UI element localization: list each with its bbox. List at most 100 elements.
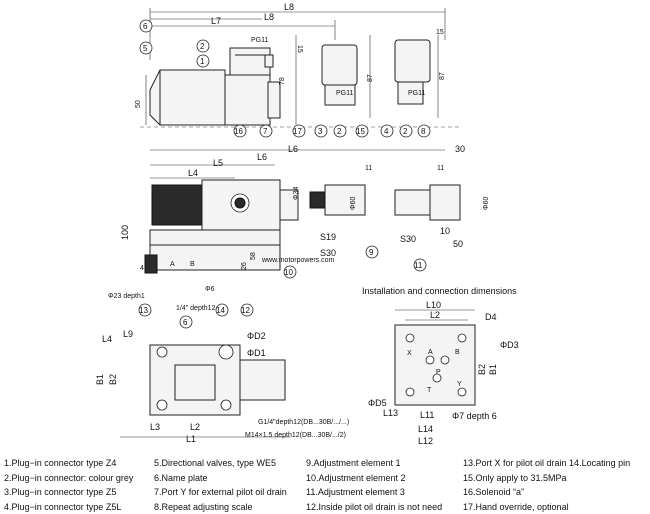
- legend-item-3: 3.Plug−in connector type Z5: [4, 487, 117, 497]
- dim-l13: L13: [383, 408, 398, 418]
- callout-3: 3: [318, 127, 323, 136]
- legend-item-10: 10.Adjustment element 2: [306, 472, 406, 483]
- dim-phi6: Φ6: [205, 286, 215, 293]
- legend-item-1: 1.Plug−in connector type Z4: [4, 458, 117, 468]
- callout-16: 16: [234, 127, 243, 136]
- dim-l4b: L4: [102, 334, 112, 344]
- dim-d3: ΦD3: [500, 340, 519, 350]
- watermark: www.motorpowers.com: [261, 257, 335, 264]
- dim-87b: 87: [439, 72, 446, 80]
- legend-item-15: 15.Only apply to 31.5MPa: [463, 472, 567, 483]
- side-view: L6 L5 L6 L4 30 11 11 Φ34 100 58 26 4 Φ6 …: [108, 144, 490, 317]
- callout-15: 15: [356, 127, 365, 136]
- dim-phi23: Φ23 depth1: [108, 293, 145, 300]
- dim-50: 50: [135, 100, 142, 108]
- dim-58: 58: [250, 252, 257, 260]
- port-a-mid: A: [170, 261, 175, 268]
- dim-quarter: 1/4" depth12: [176, 305, 216, 312]
- thread-2: M14×1.5 depth12(DB...30B/.../2): [245, 432, 346, 439]
- legend-item-5: 5.Directional valves, type WE5: [154, 458, 277, 468]
- dim-s19: S19: [320, 232, 336, 242]
- callout-8: 8: [421, 127, 426, 136]
- callout-13: 13: [139, 306, 148, 315]
- dim-l8: L8: [284, 2, 294, 12]
- dim-b2: B2: [108, 374, 118, 385]
- port-a: A: [428, 349, 433, 356]
- port-y: Y: [457, 381, 462, 388]
- dim-l14: L14: [418, 424, 433, 434]
- legend-item-11: 11.Adjustment element 3: [306, 487, 405, 497]
- dim-15b: 15: [436, 29, 444, 36]
- dim-11b: 11: [437, 165, 444, 172]
- legend-item-17: 17.Hand override, optional: [463, 501, 569, 512]
- legend-item-9: 9.Adjustment element 1: [306, 458, 401, 468]
- callout-11: 11: [414, 261, 423, 270]
- dim-l11: L11: [420, 410, 434, 420]
- legend-item-8: 8.Repeat adjusting scale: [154, 501, 253, 512]
- thread-1: G1/4"depth12(DB...30B/.../...): [258, 419, 349, 426]
- dim-15: 15: [296, 45, 303, 53]
- technical-drawing: L8 L7 L8 PG11 15 78 50 PG11 87 PG11: [95, 2, 519, 446]
- dim-phi34: Φ34: [293, 187, 300, 200]
- dim-87a: 87: [367, 74, 374, 82]
- callout-10: 10: [284, 268, 293, 277]
- dim-l2b: L2: [430, 310, 440, 320]
- dim-l6b: L6: [257, 152, 267, 162]
- legend-col-1: 1.Plug−in connector type Z4 2.Plug−in co…: [4, 456, 133, 514]
- dim-s30b: S30: [400, 234, 416, 244]
- dim-l1: L1: [186, 434, 196, 444]
- callout-6b: 6: [183, 318, 188, 327]
- callout-2c: 2: [403, 127, 408, 136]
- top-view: L8 L7 L8 PG11 15 78 50 PG11 87 PG11: [135, 2, 460, 138]
- callout-5: 5: [143, 44, 148, 53]
- legend-item-13: 13.Port X for pilot oil drain 14.Locatin…: [463, 458, 631, 468]
- callout-12: 12: [241, 306, 250, 315]
- dim-phi7: Φ7 depth 6: [452, 411, 497, 421]
- dim-b1: B1: [95, 374, 105, 385]
- dim-78: 78: [279, 77, 286, 85]
- port-p: P: [436, 369, 441, 376]
- callout-1: 1: [200, 57, 205, 66]
- dim-d4: D4: [485, 312, 497, 322]
- dim-l10: L10: [426, 300, 441, 310]
- legend-col-2: 5.Directional valves, type WE5 6.Name pl…: [154, 456, 287, 514]
- dim-l7: L7: [211, 16, 221, 26]
- legend: 1.Plug−in connector type Z4 2.Plug−in co…: [0, 456, 650, 514]
- port-t: T: [427, 387, 432, 394]
- dim-11a: 11: [365, 165, 372, 172]
- dim-10: 10: [440, 226, 450, 236]
- legend-item-4: 4.Plug−in connector type Z5L: [4, 501, 122, 512]
- dim-l3: L3: [150, 422, 160, 432]
- legend-item-7: 7.Port Y for external pilot oil drain: [154, 487, 287, 497]
- dim-b1b: B1: [488, 364, 498, 375]
- dim-d5: ΦD5: [368, 398, 387, 408]
- legend-item-6: 6.Name plate: [154, 472, 208, 483]
- legend-item-16: 16.Solenoid “a”: [463, 487, 525, 497]
- callout-4: 4: [384, 127, 389, 136]
- label-pg11-a: PG11: [251, 37, 268, 44]
- legend-col-3: 9.Adjustment element 1 10.Adjustment ele…: [306, 456, 442, 514]
- callout-6: 6: [143, 22, 148, 31]
- label-pg11-b: PG11: [336, 90, 353, 97]
- dim-l2: L2: [190, 422, 200, 432]
- section-title: Installation and connection dimensions: [362, 286, 517, 296]
- label-pg11-c: PG11: [408, 90, 425, 97]
- callout-2b: 2: [337, 127, 342, 136]
- dim-4: 4: [140, 265, 144, 272]
- port-b-mid: B: [190, 261, 195, 268]
- dim-50: 50: [453, 239, 463, 249]
- port-b: B: [455, 349, 460, 356]
- legend-item-12: 12.Inside pilot oil drain is not need: [306, 501, 443, 512]
- dim-l8b: L8: [264, 12, 274, 22]
- dim-s30a: S30: [320, 248, 336, 258]
- callout-7: 7: [263, 127, 268, 136]
- dim-phi60a: Φ60: [350, 197, 357, 210]
- callout-9: 9: [369, 248, 374, 257]
- dim-d1: ΦD1: [247, 348, 266, 358]
- dim-30: 30: [455, 144, 465, 154]
- dim-l4: L4: [188, 168, 198, 178]
- dim-l12: L12: [418, 436, 433, 446]
- legend-col-4: 13.Port X for pilot oil drain 14.Locatin…: [463, 456, 630, 514]
- dim-26: 26: [241, 262, 248, 270]
- dim-d2: ΦD2: [247, 331, 266, 341]
